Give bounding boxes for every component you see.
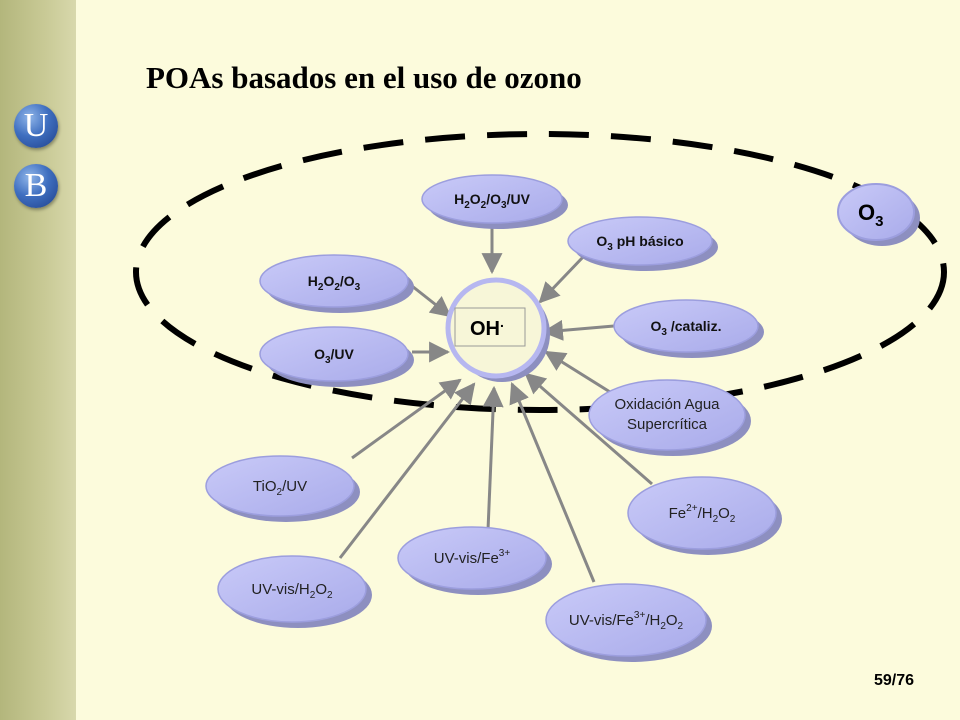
center-node-label: OH <box>470 318 500 340</box>
node-ellipse <box>205 455 355 517</box>
node-label: Fe2+/H2O2 <box>669 503 736 525</box>
node-label: TiO2/UV <box>253 478 307 498</box>
node-uvvis-fe-h2o2: UV-vis/Fe3+/H2O2 <box>545 583 712 662</box>
node-ellipse <box>217 555 367 623</box>
node-uvvis-h2o2: UV-vis/H2O2 <box>217 555 372 628</box>
node-label: O3/UV <box>314 346 354 366</box>
node-ellipse <box>567 216 713 266</box>
node-ellipse <box>421 174 563 224</box>
page-number: 59/76 <box>874 672 915 689</box>
svg-text:O3: O3 <box>858 200 883 230</box>
node-h2o2-o3: H2O2/O3 <box>259 254 414 313</box>
node-label: H2O2/O3/UV <box>454 191 530 211</box>
arrow-group <box>338 228 653 583</box>
node-label-line-2: Supercrítica <box>627 416 708 433</box>
sidebar-decoration: U B <box>0 0 76 720</box>
node-ellipse <box>627 476 777 550</box>
arrow-uvvis-fe-h2o2 <box>509 382 596 583</box>
arrow-uvvis-h2o2 <box>338 382 476 559</box>
center-node-sup: . <box>500 314 504 330</box>
ozone-region-base: O <box>858 200 875 225</box>
ozone-region-badge: O3 <box>837 183 920 246</box>
node-ellipse <box>588 379 746 451</box>
node-label: UV-vis/H2O2 <box>251 581 333 601</box>
node-ellipse <box>259 326 409 382</box>
node-label: UV-vis/Fe3+ <box>434 548 511 567</box>
node-label: O3 pH básico <box>596 233 683 253</box>
ozone-region-sub: 3 <box>875 213 883 230</box>
node-o3-catal: O3 /cataliz. <box>613 299 764 358</box>
arrow-o3-cataliz <box>541 319 615 341</box>
logo-letter-u: U <box>14 104 58 148</box>
node-ellipse <box>545 583 707 657</box>
node-ellipse <box>613 299 759 353</box>
node-label: O3 /cataliz. <box>651 318 722 338</box>
arrow-supercritica <box>544 350 611 394</box>
node-fe-h2o2: Fe2+/H2O2 <box>627 476 782 555</box>
node-h2o2-o3-uv: H2O2/O3/UV <box>421 174 568 229</box>
node-o3-uv: O3/UV <box>259 326 414 387</box>
center-node-oh: OH. <box>445 277 550 382</box>
node-label: H2O2/O3 <box>308 273 361 293</box>
logo-letter-b: B <box>14 164 58 208</box>
ozone-boundary-ellipse <box>133 131 947 413</box>
node-ellipse <box>259 254 409 308</box>
node-uvvis-fe: UV-vis/Fe3+ <box>397 526 552 595</box>
node-o3-ph: O3 pH básico <box>567 216 718 271</box>
node-tio2-uv: TiO2/UV <box>205 455 360 522</box>
slide-title: POAs basados en el uso de ozono <box>146 60 582 95</box>
arrow-h2o2-o3 <box>411 284 452 318</box>
arrow-uvvis-fe <box>482 385 504 531</box>
svg-text:OH.: OH. <box>470 314 504 340</box>
node-ellipse <box>397 526 547 590</box>
node-label-line-1: Oxidación Agua <box>614 396 720 413</box>
node-label: UV-vis/Fe3+/H2O2 <box>569 610 684 632</box>
arrow-tio2-uv <box>351 378 462 460</box>
arrow-fe-h2o2 <box>524 372 653 486</box>
arrow-o3-ph-basico <box>538 254 586 304</box>
